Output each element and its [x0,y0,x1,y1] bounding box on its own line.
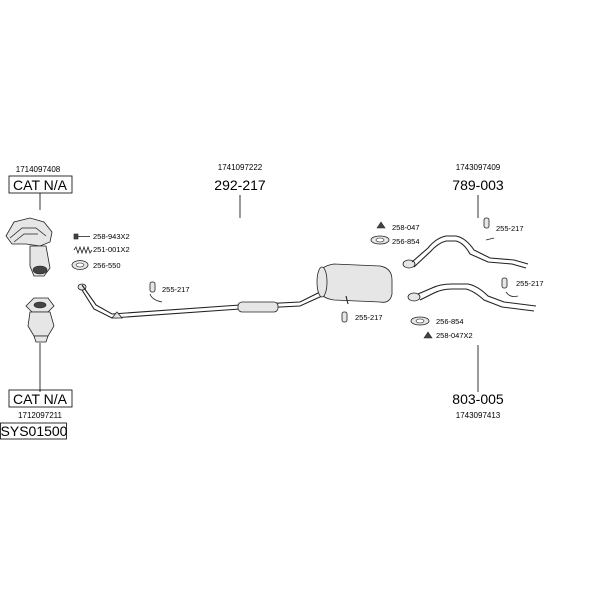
label-256-854-a: 256-854 [392,237,420,246]
cat-bottom-part-name: CAT N/A [13,391,68,407]
cat-bottom-name-box [8,389,73,408]
tail-pipe-lower [407,283,537,312]
rubber-mount-icon [376,221,386,229]
label-255-217-b: 255-217 [355,313,383,322]
bolt-icon [73,233,90,240]
cat-top-part-name: CAT N/A [13,177,68,193]
rubber-mount-icon [423,331,433,339]
label-251-001x2: 251-001X2 [93,245,130,254]
front-pipe [77,283,333,319]
cat-top-part-code: 1714097408 [16,165,61,174]
hanger-icon [341,311,348,323]
label-255-217-a: 255-217 [162,285,190,294]
gasket-ring-icon [410,316,430,326]
hanger-leader-d [505,291,519,297]
rt-part-name: 789-003 [452,177,504,193]
spring-icon [73,245,93,255]
hanger-leader-c [485,237,495,241]
gasket-ring-icon [370,235,390,245]
middle-silencer [237,301,279,313]
hanger-icon [501,277,508,289]
label-258-047: 258-047 [392,223,420,232]
mid-part-code: 1741097222 [218,163,263,172]
catalytic-manifold-upper [5,217,53,277]
hanger-leader-a [149,293,163,303]
system-code: SYS01500 [1,423,68,439]
label-255-217-c: 255-217 [496,224,524,233]
label-258-943x2: 258-943X2 [93,232,130,241]
hanger-icon [483,217,490,229]
rear-silencer [316,263,393,305]
mid-part-name: 292-217 [214,177,266,193]
hanger-icon [149,281,156,293]
label-256-854-b: 256-854 [436,317,464,326]
gasket-ring-icon [71,260,89,270]
cat-top-name-box [8,175,73,194]
rb-part-name: 803-005 [452,391,504,407]
system-code-box [0,422,67,440]
catalyst-lower [25,297,55,343]
cat-bottom-part-code: 1712097211 [18,411,62,420]
label-258-047x2: 258-047X2 [436,331,473,340]
label-255-217-d: 255-217 [516,279,544,288]
tail-pipe-upper [402,235,529,269]
rt-part-code: 1743097409 [456,163,501,172]
label-256-550: 256-550 [93,261,121,270]
rb-part-code: 1743097413 [456,411,501,420]
